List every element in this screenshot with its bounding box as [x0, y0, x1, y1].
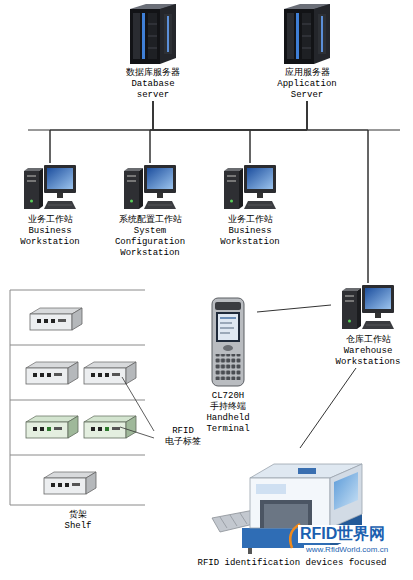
- rfid-reader-machine: [298, 468, 316, 474]
- node-label: Handheld Terminal: [199, 413, 257, 435]
- watermark-logo: RFID世界网: [298, 525, 387, 543]
- workstation-icon: [124, 165, 176, 209]
- handheld-icon: [220, 332, 230, 334]
- bus-connector: [153, 101, 307, 130]
- node-label: 业务工作站: [216, 215, 284, 226]
- workstation-icon: [342, 285, 394, 329]
- node-label: 手持终端: [199, 402, 257, 413]
- bus-connector: [307, 101, 368, 283]
- node-label: 数据库服务器: [122, 68, 184, 79]
- shelf-frame: [10, 505, 145, 506]
- bus-connector: [250, 101, 307, 163]
- node-label: 业务工作站: [16, 215, 84, 226]
- handheld-icon: [212, 298, 244, 386]
- node-label: Warehouse Workstations: [331, 346, 405, 368]
- node-label: 应用服务器: [273, 68, 341, 79]
- connector: [300, 368, 356, 448]
- node-label: Application Server: [273, 79, 341, 101]
- watermark-url: www.RfidWorld.com.cn: [304, 545, 390, 555]
- node-label: 系统配置工作站: [110, 215, 190, 226]
- shelf-node: 货架Shelf: [8, 288, 148, 532]
- node-label: Shelf: [8, 521, 148, 532]
- rfid-reader-machine: [256, 484, 286, 494]
- workstation-node: 系统配置工作站System Configuration Workstation: [110, 163, 190, 259]
- rfid-reader-machine: [334, 472, 358, 510]
- node-label: Business Workstation: [16, 226, 84, 248]
- callout-label: RFID 电子标签: [158, 426, 208, 448]
- handheld-icon: [215, 302, 241, 310]
- rfid-reader-machine: [260, 500, 312, 528]
- bus-connector: [50, 101, 153, 163]
- handheld-icon: [216, 312, 240, 342]
- node-label: 仓库工作站: [331, 335, 405, 346]
- leader-line: [120, 427, 154, 438]
- bus-connector: [150, 101, 307, 163]
- shelf-frame: [10, 290, 11, 505]
- handheld-icon: [223, 345, 233, 351]
- rfid-reader-machine: [220, 517, 227, 528]
- rfid-reader-machine: [330, 464, 362, 528]
- rfid-tag-icon: [26, 416, 78, 438]
- workstation-node: 业务工作站Business Workstation: [16, 163, 84, 248]
- node-label: System Configuration Workstation: [110, 226, 190, 259]
- shelf-frame: [10, 345, 145, 346]
- shelf-frame: [10, 290, 145, 291]
- handheld-node: CL720H手持终端Handheld Terminal: [199, 298, 257, 435]
- connector: [257, 305, 331, 312]
- handheld-icon: [220, 322, 232, 324]
- server-node: 应用服务器Application Server: [273, 4, 341, 101]
- handheld-icon: [218, 314, 238, 340]
- server-node: 数据库服务器Database server: [122, 4, 184, 101]
- rfid-reader-machine: [248, 548, 252, 554]
- rfid-reader-machine: [230, 515, 237, 526]
- shelf-frame: [10, 400, 145, 401]
- bus-connector: [50, 101, 307, 163]
- leader-line: [120, 377, 154, 438]
- rfid-tag-icon: [30, 308, 82, 330]
- rfid-tag-icon: [84, 416, 136, 438]
- handheld-icon: [220, 327, 234, 329]
- rfid-reader-machine: [240, 513, 247, 524]
- bus-connector: [153, 101, 250, 163]
- handheld-icon: [212, 298, 244, 386]
- leader-line: [122, 377, 154, 431]
- rfid-tag-icon: [44, 472, 96, 494]
- node-label: Database server: [122, 79, 184, 101]
- server-icon: [130, 4, 176, 64]
- workstation-node: 业务工作站Business Workstation: [216, 163, 284, 248]
- node-label: 货架: [8, 510, 148, 521]
- network-bus: [368, 130, 400, 131]
- rfid-tag-icon: [84, 362, 136, 384]
- workstation-icon: [224, 165, 276, 209]
- handheld-icon: [220, 317, 236, 319]
- node-label: CL720H: [199, 391, 257, 402]
- node-label: Business Workstation: [216, 226, 284, 248]
- network-bus: [28, 130, 50, 131]
- shelf-frame: [10, 455, 145, 456]
- node-label: RFID identification devices focused: [196, 558, 389, 569]
- bus-connector: [153, 101, 368, 283]
- server-icon: [284, 4, 330, 64]
- rfid-reader-machine: [250, 478, 330, 528]
- handheld-icon: [215, 354, 241, 380]
- workstation-icon: [24, 165, 76, 209]
- shelf-frame: [10, 290, 145, 505]
- workstation-node: 仓库工作站Warehouse Workstations: [331, 283, 405, 368]
- rfid-tag-icon: [26, 362, 78, 384]
